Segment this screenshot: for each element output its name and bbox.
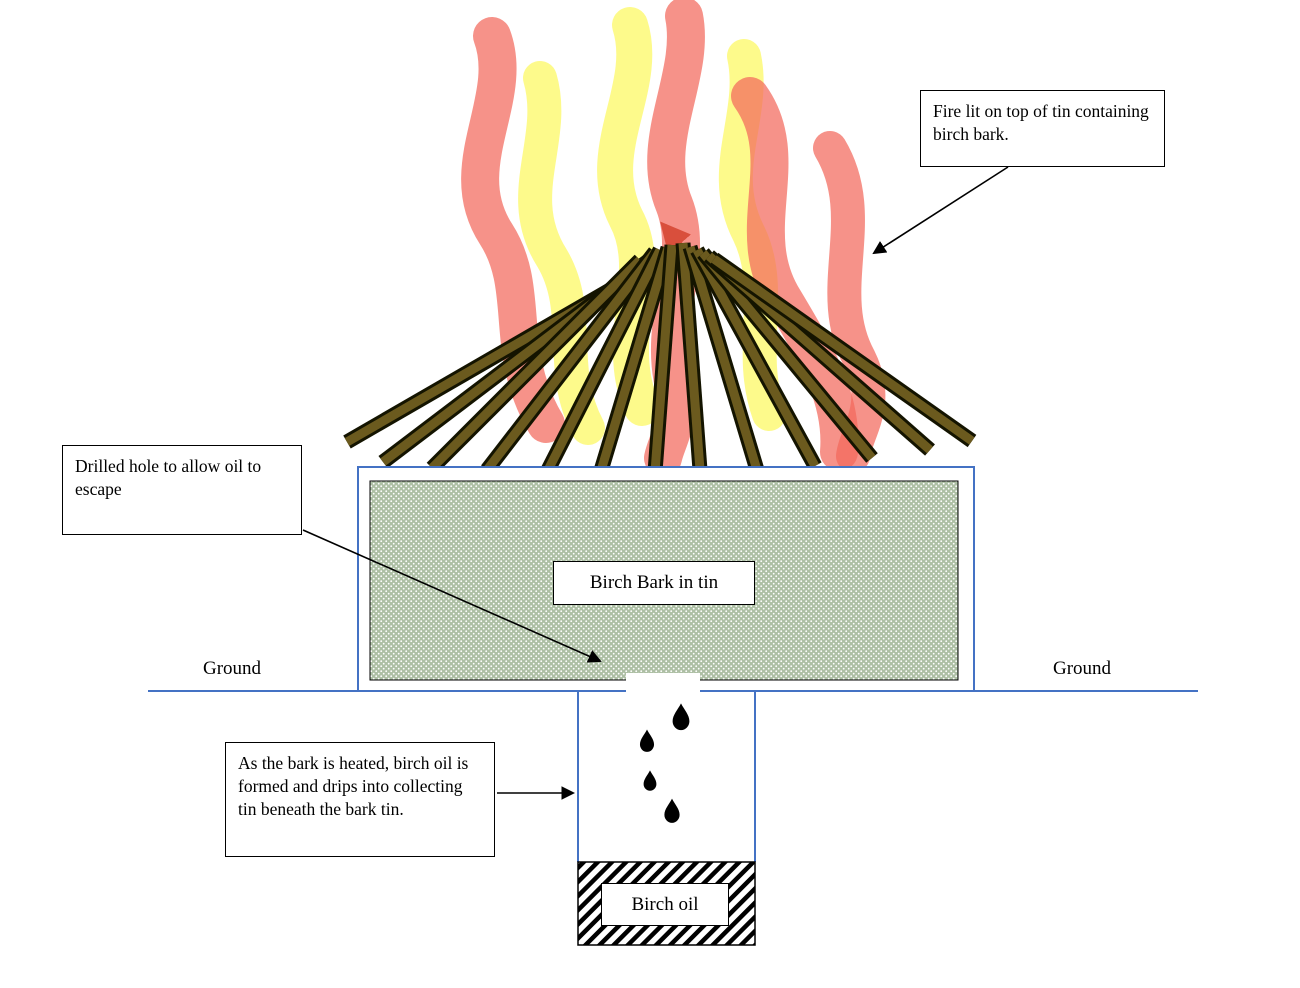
callout-drilled-hole-text: Drilled hole to allow oil to escape xyxy=(75,456,262,500)
stick xyxy=(675,242,708,471)
oil-drops xyxy=(639,703,690,823)
bark-tin-label-text: Birch Bark in tin xyxy=(589,572,719,593)
stick xyxy=(709,252,977,448)
callout-drilled-hole: Drilled hole to allow oil to escape xyxy=(62,445,302,535)
drilled-hole xyxy=(626,673,700,696)
stick xyxy=(647,244,680,473)
oil-drop xyxy=(664,798,680,823)
stick xyxy=(426,254,646,474)
drilled-hole-callout-arrow xyxy=(302,529,602,663)
stick xyxy=(690,246,822,470)
ground-label-right: Ground xyxy=(1053,658,1112,679)
stick xyxy=(682,244,765,473)
birch-oil-label: Birch oil xyxy=(601,883,729,926)
stick xyxy=(481,247,661,475)
stick xyxy=(592,245,676,477)
birch-oil-label-text: Birch oil xyxy=(631,893,699,915)
flame-ribbon-red-far-right xyxy=(813,131,886,473)
callout-fire-text: Fire lit on top of tin containing birch … xyxy=(933,101,1149,145)
flame-ribbon-yellow-center xyxy=(597,7,660,426)
bark-tin-label: Birch Bark in tin xyxy=(553,561,755,605)
callout-fire: Fire lit on top of tin containing birch … xyxy=(920,90,1165,167)
oil-drop xyxy=(643,770,657,791)
stick xyxy=(540,246,667,476)
callout-bark-heated-text: As the bark is heated, birch oil is form… xyxy=(238,753,469,820)
fire-flames xyxy=(461,0,886,477)
oil-drop xyxy=(639,729,655,752)
ground-label-left: Ground xyxy=(203,658,262,679)
oil-drop xyxy=(672,703,690,731)
callout-bark-heated: As the bark is heated, birch oil is form… xyxy=(225,742,495,857)
stick xyxy=(697,248,878,463)
fire-sticks xyxy=(343,242,977,477)
fire-callout-arrow xyxy=(872,166,1009,255)
